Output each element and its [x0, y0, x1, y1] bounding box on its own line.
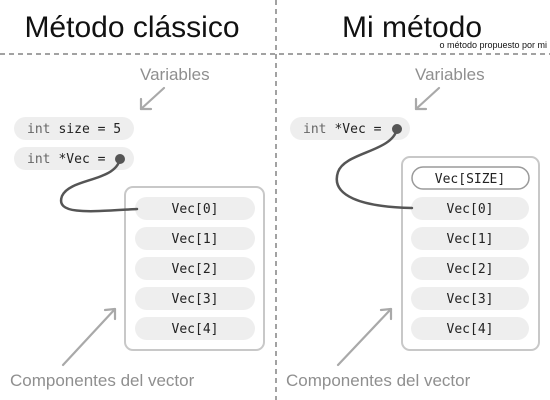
identifier: *Vec = [58, 152, 105, 167]
keyword: int [303, 122, 326, 137]
svg-text:Vec[2]: Vec[2] [447, 262, 494, 277]
left-variables-arrow [139, 86, 166, 111]
left-component-0: Vec[0] [135, 197, 255, 220]
svg-text:Vec[1]: Vec[1] [447, 232, 494, 247]
svg-text:Vec[2]: Vec[2] [172, 262, 219, 277]
right-variables-arrow [414, 86, 441, 111]
left-title: Método clássico [24, 11, 239, 44]
right-components-arrow [336, 307, 393, 367]
right-components-label: Componentes del vector [286, 371, 471, 390]
right-panel: Mi método o método propuesto por mi Vari… [286, 11, 547, 390]
svg-text:Vec[3]: Vec[3] [172, 292, 219, 307]
right-declaration-pointer: int *Vec = [290, 117, 410, 140]
right-size-slot: Vec[SIZE] [411, 166, 530, 190]
left-declaration-pointer: int *Vec = [14, 147, 134, 170]
right-subtitle: o método propuesto por mi [439, 40, 547, 50]
left-pointer [59, 154, 139, 213]
right-component-0: Vec[0] [411, 197, 529, 220]
svg-text:Vec[1]: Vec[1] [172, 232, 219, 247]
svg-text:Vec[SIZE]: Vec[SIZE] [435, 172, 505, 187]
right-component-3: Vec[3] [411, 287, 529, 310]
svg-text:Vec[0]: Vec[0] [447, 202, 494, 217]
left-component-1: Vec[1] [135, 227, 255, 250]
left-component-2: Vec[2] [135, 257, 255, 280]
svg-text:Vec[3]: Vec[3] [447, 292, 494, 307]
identifier: *Vec = [334, 122, 381, 137]
right-component-2: Vec[2] [411, 257, 529, 280]
svg-text:int*Vec =: int *Vec = [303, 122, 382, 137]
right-component-4: Vec[4] [411, 317, 529, 340]
left-component-3: Vec[3] [135, 287, 255, 310]
svg-text:Vec[4]: Vec[4] [447, 322, 494, 337]
left-component-4: Vec[4] [135, 317, 255, 340]
identifier: size = 5 [58, 122, 121, 137]
right-pointer [335, 124, 414, 210]
left-panel: Método clássico Variables int size = 5 in… [10, 11, 265, 390]
right-component-1: Vec[1] [411, 227, 529, 250]
keyword: int [27, 152, 50, 167]
keyword: int [27, 122, 50, 137]
svg-text:Vec[4]: Vec[4] [172, 322, 219, 337]
left-components-arrow [61, 307, 117, 367]
svg-text:Vec[0]: Vec[0] [172, 202, 219, 217]
left-variables-label: Variables [140, 65, 210, 84]
svg-text:int*Vec =: int *Vec = [27, 152, 106, 167]
right-title: Mi método [342, 11, 482, 44]
right-variables-label: Variables [415, 65, 485, 84]
left-components-label: Componentes del vector [10, 371, 195, 390]
left-declaration-size: int size = 5 [14, 117, 134, 140]
